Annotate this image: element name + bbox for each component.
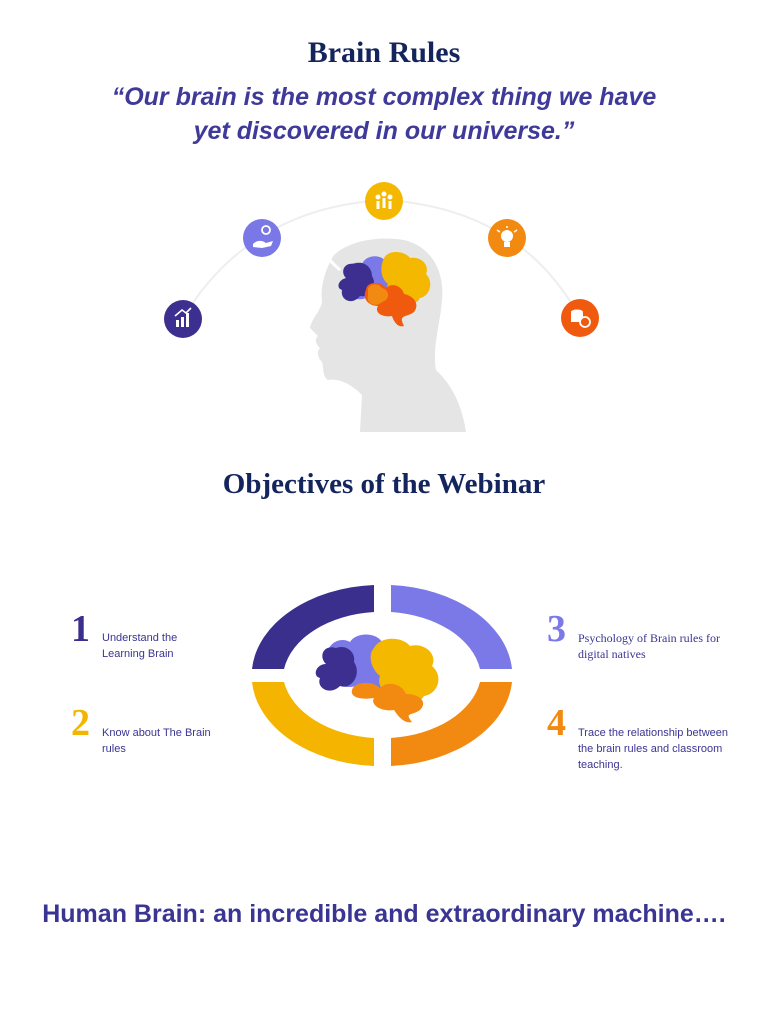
- money-clock-icon: [561, 299, 599, 337]
- page-title: Brain Rules: [307, 36, 461, 69]
- objective-text-3: Psychology of Brain rules for digital na…: [578, 631, 720, 661]
- objective-text-4: Trace the relationship between the brain…: [578, 727, 729, 771]
- brain-icon-large: [315, 634, 439, 723]
- objective-text-1: Understand the Learning Brain: [102, 632, 178, 660]
- quote-line-2: yet discovered in our universe.”: [193, 117, 575, 145]
- objectives-heading: Objectives of the Webinar: [222, 468, 546, 500]
- ring-segment-3: [391, 585, 512, 669]
- ring-segment-1: [252, 585, 374, 669]
- objective-number-2: 2: [71, 702, 90, 744]
- hero-illustration: [164, 182, 599, 432]
- brain-quote: “Our brain is the most complex thing we …: [0, 80, 768, 148]
- ring-segment-2: [252, 682, 374, 766]
- footer-tagline: Human Brain: an incredible and extraordi…: [42, 900, 726, 928]
- objective-number-1: 1: [71, 608, 90, 650]
- quote-line-1: “Our brain is the most complex thing we …: [111, 83, 657, 111]
- objective-number-4: 4: [547, 702, 566, 744]
- lightbulb-icon: [488, 219, 526, 257]
- hand-coin-icon: [243, 219, 281, 257]
- chart-growth-icon: [164, 300, 202, 338]
- ring-segment-4: [391, 682, 512, 766]
- objective-text-2: Know about The Brain rules: [102, 727, 211, 755]
- people-icon: [365, 182, 403, 220]
- objective-number-3: 3: [547, 608, 566, 650]
- brain-icon-small: [338, 252, 431, 327]
